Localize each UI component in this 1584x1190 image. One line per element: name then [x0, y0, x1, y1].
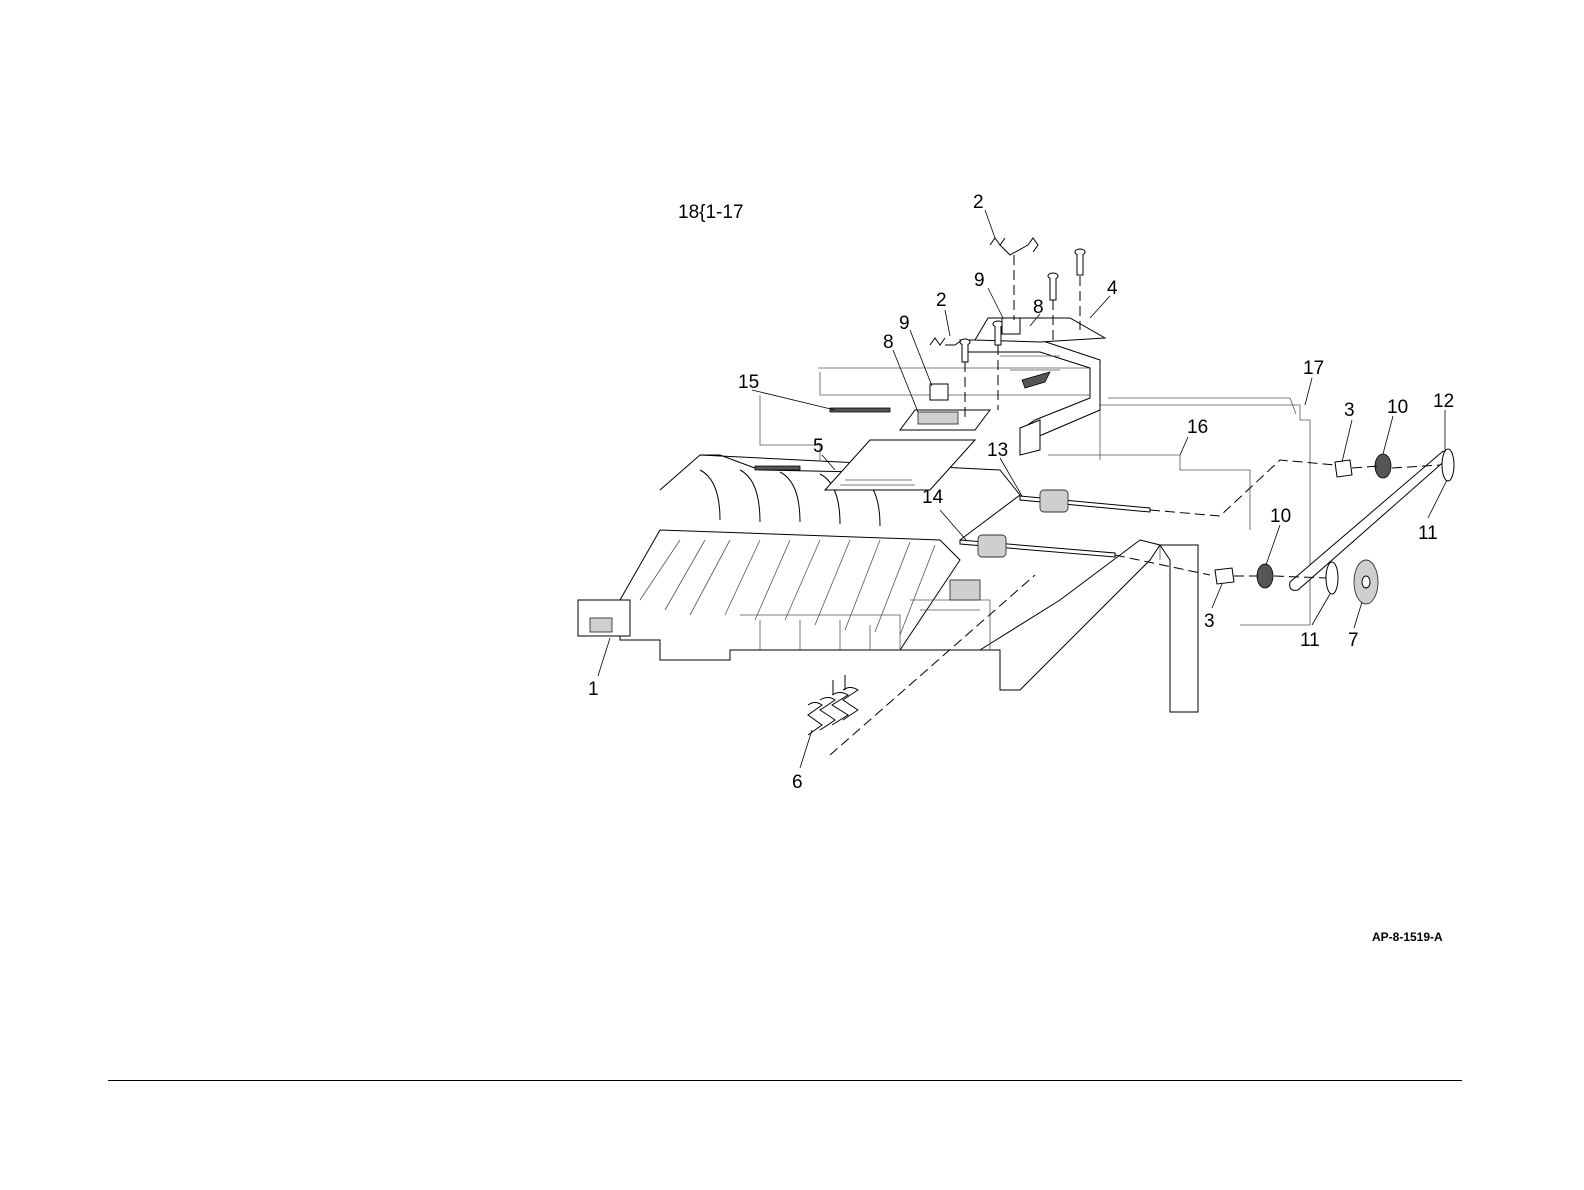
callout-12: 12 [1433, 391, 1454, 412]
callout-17: 17 [1303, 358, 1324, 379]
callout-9-mid: 9 [899, 313, 910, 334]
callout-5: 5 [813, 436, 824, 457]
callout-11-bottom: 11 [1300, 630, 1320, 651]
callout-8-top: 8 [1033, 297, 1044, 318]
callout-9-top: 9 [974, 270, 985, 291]
callout-13: 13 [987, 440, 1008, 461]
callout-16: 16 [1187, 417, 1208, 438]
callout-10-bottom: 10 [1270, 506, 1291, 527]
callout-6: 6 [792, 772, 803, 793]
assembly-label: 18{1-17 [678, 202, 744, 224]
callout-3-bottom: 3 [1204, 611, 1215, 632]
callout-1: 1 [588, 679, 599, 700]
footer-rule [108, 1080, 1462, 1081]
callout-11-right: 11 [1418, 523, 1438, 544]
callout-2-mid: 2 [936, 290, 947, 311]
callout-7: 7 [1348, 630, 1359, 651]
callout-labels: 2 9 8 4 2 9 8 15 17 3 10 12 16 13 5 14 1… [588, 192, 1454, 793]
callout-14: 14 [922, 487, 944, 508]
callout-2-top: 2 [973, 192, 984, 213]
callout-4: 4 [1107, 278, 1118, 299]
callout-15: 15 [738, 372, 759, 393]
callout-8-mid: 8 [883, 332, 894, 353]
callout-3-top: 3 [1344, 400, 1355, 421]
figure-id: AP-8-1519-A [1372, 930, 1443, 944]
callout-10-top: 10 [1387, 397, 1408, 418]
